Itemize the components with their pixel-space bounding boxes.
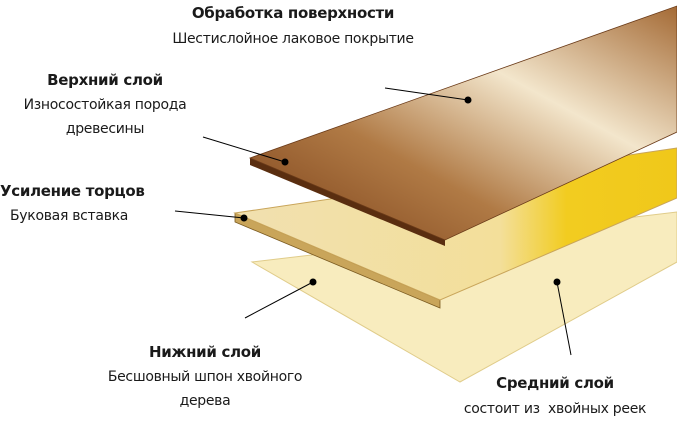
middle-layer-title: Средний слой (496, 374, 614, 392)
bottom-layer-desc-1: Бесшовный шпон хвойного (107, 369, 303, 385)
top-layer-desc-1: Износостойкая порода (23, 97, 187, 113)
top-layer-title: Верхний слой (47, 71, 163, 89)
surface-desc: Шестислойное лаковое покрытие (172, 31, 414, 47)
leader-lines (174, 87, 572, 356)
end-reinforcement-desc: Буковая вставка (10, 208, 129, 224)
end-reinforcement-title: Усиление торцов (0, 182, 145, 200)
bottom-layer-desc-2: дерева (179, 393, 231, 409)
top-layer-desc-2: древесины (65, 121, 145, 137)
middle-layer-desc: состоит из хвойных реек (463, 401, 647, 417)
top-layer-edge (250, 158, 445, 246)
surface-title: Обработка поверхности (191, 4, 395, 22)
top-layer-wood (248, 5, 677, 241)
bottom-layer-title: Нижний слой (149, 343, 261, 361)
